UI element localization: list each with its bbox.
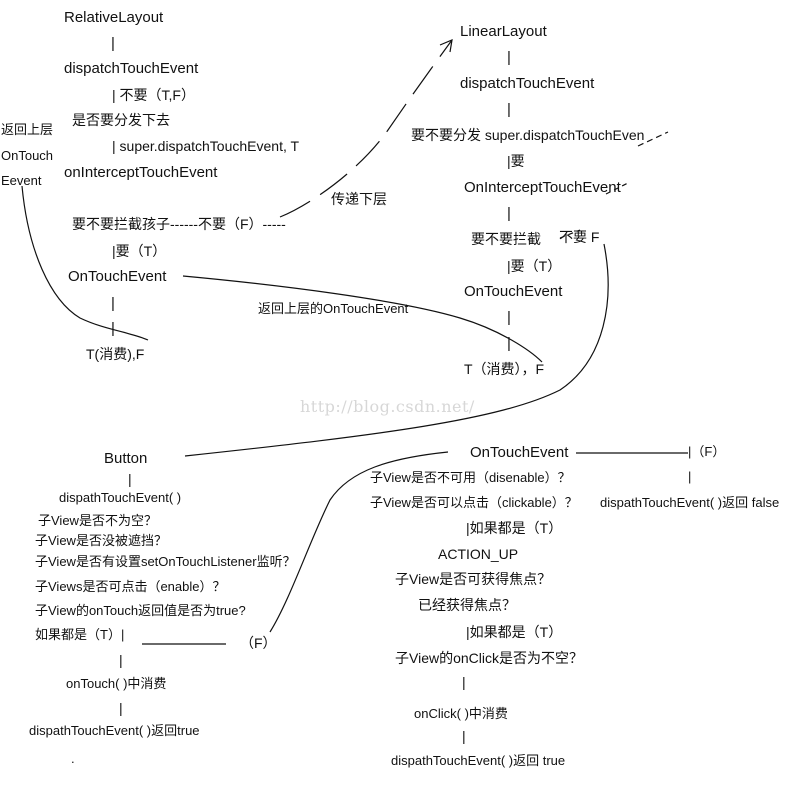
linear-no-f: 不要 F bbox=[559, 229, 600, 245]
button-f-label: （F） bbox=[240, 635, 277, 651]
relative-consume: T(消费),F bbox=[86, 346, 145, 362]
linear-bar-1: | bbox=[507, 49, 511, 66]
linear-bar-5: | bbox=[507, 335, 511, 352]
watermark: http://blog.csdn.net/ bbox=[300, 397, 475, 416]
relative-super-dispatch: | super.dispatchTouchEvent, T bbox=[112, 138, 300, 154]
linear-layout-title: LinearLayout bbox=[460, 23, 547, 40]
relative-bar-2: | bbox=[111, 295, 115, 312]
linear-consume: T（消费），F bbox=[464, 361, 545, 377]
linear-dispatch: dispatchTouchEvent bbox=[460, 75, 595, 92]
return-upper-line bbox=[182, 275, 543, 363]
ontouch-if-all-1: |如果都是（T） bbox=[466, 520, 563, 536]
linear-bar-4: | bbox=[507, 309, 511, 326]
pass-down-arrowhead bbox=[439, 39, 453, 53]
relative-bar-3: | bbox=[111, 320, 115, 337]
linear-whether-dispatch: 要不要分发 super.dispatchTouchEven bbox=[411, 127, 645, 143]
ontouch-action-up: ACTION_UP bbox=[438, 546, 519, 562]
linear-bar-2: | bbox=[507, 101, 511, 118]
button-check-4: 子Views是否可点击（enable）？ bbox=[35, 579, 226, 594]
linear-yes-t: |要（T） bbox=[507, 258, 562, 274]
button-bar-3: | bbox=[119, 700, 123, 716]
button-consume: onTouch( )中消费 bbox=[66, 676, 167, 691]
button-return-true: dispathTouchEvent( )返回true bbox=[29, 723, 200, 738]
button-dot: . bbox=[71, 751, 75, 766]
ontouch-check-3: 子View是否可获得焦点？ bbox=[395, 571, 552, 587]
return-upper-line3: Eevent bbox=[1, 173, 42, 188]
pass-down-label: 传递下层 bbox=[331, 191, 387, 207]
ontouch-bar-2: | bbox=[462, 728, 466, 744]
return-upper-line2: OnTouch bbox=[1, 148, 54, 163]
linear-on-touch: OnTouchEvent bbox=[464, 283, 563, 300]
return-upper-line1: 返回上层 bbox=[1, 122, 54, 137]
relative-yes-t: |要（T） bbox=[112, 243, 167, 259]
relative-bar-1: | bbox=[111, 35, 115, 52]
relative-dispatch: dispatchTouchEvent bbox=[64, 60, 199, 77]
ontouch-title: OnTouchEvent bbox=[470, 444, 569, 461]
button-check-5: 子View的onTouch返回值是否为true? bbox=[35, 603, 246, 618]
ontouch-bar-1: | bbox=[462, 674, 466, 690]
ontouch-return-true: dispathTouchEvent( )返回 true bbox=[391, 753, 566, 768]
relative-layout-title: RelativeLayout bbox=[64, 9, 164, 26]
button-bar-1: | bbox=[128, 471, 132, 487]
ontouch-consume: onClick( )中消费 bbox=[414, 706, 508, 721]
return-upper-ontouch-label: 返回上层的OnTouchEvent bbox=[258, 301, 409, 316]
ontouch-return-false: dispathTouchEvent( )返回 false bbox=[600, 495, 780, 510]
linear-intercept-dash bbox=[605, 182, 629, 195]
linear-dispatch-dash bbox=[637, 131, 669, 147]
relative-whether-dispatch: 是否要分发下去 bbox=[72, 112, 170, 128]
ontouch-check-5: 子View的onClick是否为不空？ bbox=[395, 650, 583, 666]
ontouch-check-1: 子View是否不可用（disenable）？ bbox=[370, 470, 571, 485]
ontouch-f-right: |（F） bbox=[688, 444, 726, 459]
relative-on-touch: OnTouchEvent bbox=[68, 268, 167, 285]
relative-intercept-child: 要不要拦截孩子------不要（F）----- bbox=[72, 216, 286, 232]
ontouch-bar-right: | bbox=[688, 469, 692, 484]
button-f-to-ontouch-curve bbox=[269, 451, 449, 633]
button-check-3: 子View是否有设置setOnTouchListener监听？ bbox=[35, 554, 296, 569]
button-title: Button bbox=[104, 450, 148, 467]
button-check-1: 子View是否不为空？ bbox=[38, 513, 157, 528]
button-if-all: 如果都是（T）| bbox=[35, 627, 125, 642]
button-check-2: 子View是否没被遮挡？ bbox=[35, 533, 167, 548]
linear-to-button-curve bbox=[184, 243, 609, 457]
ontouch-check-2: 子View是否可以点击（clickable）？ bbox=[370, 495, 578, 510]
relative-intercept: onInterceptTouchEvent bbox=[64, 164, 218, 181]
linear-intercept-dash2 bbox=[559, 229, 581, 239]
linear-bar-3: | bbox=[507, 205, 511, 222]
ontouch-if-all-2: |如果都是（T） bbox=[466, 624, 563, 640]
relative-no-tf: | 不要（T,F） bbox=[112, 87, 195, 103]
linear-intercept: OnInterceptTouchEvent bbox=[464, 179, 621, 196]
button-bar-2: | bbox=[119, 652, 123, 668]
ontouch-check-4: 已经获得焦点？ bbox=[418, 597, 516, 613]
linear-whether-intercept: 要不要拦截 bbox=[471, 231, 541, 247]
button-dispatch: dispathTouchEvent( ) bbox=[59, 490, 182, 505]
return-upper-curve bbox=[21, 185, 149, 341]
linear-yes: |要 bbox=[507, 153, 525, 169]
pass-down-arrow bbox=[279, 39, 453, 218]
